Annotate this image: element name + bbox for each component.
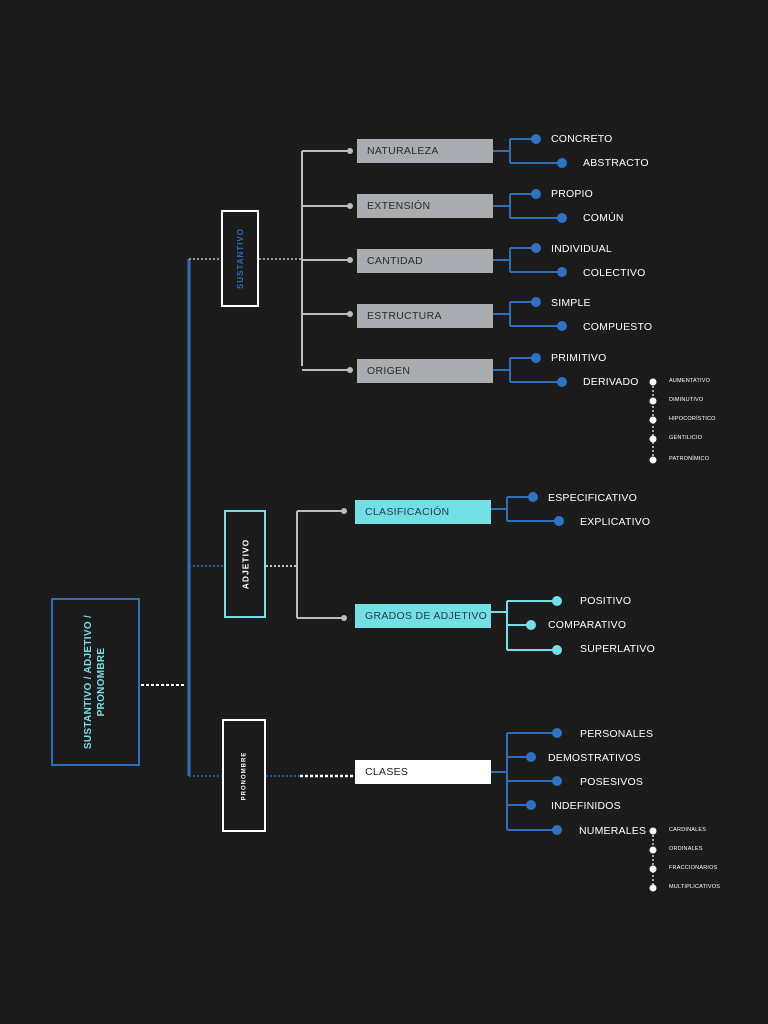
leaf-posesivos: POSESIVOS <box>580 776 644 788</box>
leaf-compuesto: COMPUESTO <box>583 321 653 333</box>
category-cantidad: CANTIDAD <box>357 249 493 273</box>
leaf-demostrativos: DEMOSTRATIVOS <box>548 752 641 764</box>
leaf-personales: PERSONALES <box>580 728 654 740</box>
leaf-explicativo: EXPLICATIVO <box>580 516 651 528</box>
derivado-sub-dot <box>649 378 657 386</box>
leaf-abstracto: ABSTRACTO <box>583 157 649 169</box>
leaf-dot <box>552 596 562 606</box>
sustantivo-branch-dot <box>347 311 353 317</box>
sustantivo-branch-dot <box>347 367 353 373</box>
category-naturaleza: NATURALEZA <box>357 139 493 163</box>
numerales-multiplicativos: MULTIPLICATIVOS <box>669 884 721 890</box>
sustantivo-node: SUSTANTIVO <box>221 210 259 307</box>
pronombre-node: PRONOMBRE <box>222 719 266 832</box>
leaf-dot <box>526 620 536 630</box>
leaf-superlativo: SUPERLATIVO <box>580 643 655 655</box>
numerales-ordinales: ORDINALES <box>669 846 703 852</box>
leaf-comun: COMÚN <box>583 212 624 224</box>
sustantivo-label: SUSTANTIVO <box>235 228 245 289</box>
leaf-dot <box>531 297 541 307</box>
leaf-dot <box>531 134 541 144</box>
category-clases: CLASES <box>355 760 491 784</box>
derivado-patronimico: PATRONÍMICO <box>669 456 710 462</box>
category-extension: EXTENSIÓN <box>357 194 493 218</box>
leaf-dot <box>554 516 564 526</box>
adjetivo-branch-dot <box>341 508 347 514</box>
leaf-numerales: NUMERALES <box>579 825 647 837</box>
derivado-diminutivo: DIMINUTIVO <box>669 397 704 403</box>
leaf-dot <box>552 645 562 655</box>
root-label-line-1: SUSTANTIVO / ADJETIVO / <box>83 614 95 750</box>
sustantivo-branch-dot <box>347 148 353 154</box>
numerales-sub-dot <box>649 846 657 854</box>
sustantivo-branch-dot <box>347 257 353 263</box>
leaf-dot <box>557 321 567 331</box>
leaf-dot <box>557 158 567 168</box>
leaf-concreto: CONCRETO <box>551 133 613 145</box>
leaf-dot <box>557 377 567 387</box>
leaf-dot <box>531 189 541 199</box>
leaf-dot <box>526 752 536 762</box>
numerales-sub-dot <box>649 827 657 835</box>
adjetivo-node: ADJETIVO <box>224 510 266 618</box>
category-grados-de-adjetivo: GRADOS DE ADJETIVO <box>355 604 491 628</box>
leaf-indefinidos: INDEFINIDOS <box>551 800 621 812</box>
leaf-simple: SIMPLE <box>551 297 591 309</box>
leaf-dot <box>526 800 536 810</box>
root-node: SUSTANTIVO / ADJETIVO / PRONOMBRE <box>51 598 140 766</box>
leaf-dot <box>552 825 562 835</box>
derivado-aumentativo: AUMENTATIVO <box>669 378 711 384</box>
leaf-dot <box>531 353 541 363</box>
derivado-sub-dot <box>649 416 657 424</box>
leaf-dot <box>557 267 567 277</box>
derivado-hipocoristico: HIPOCORÍSTICO <box>669 416 716 422</box>
leaf-positivo: POSITIVO <box>580 595 632 607</box>
derivado-sub-dot <box>649 397 657 405</box>
leaf-dot <box>552 728 562 738</box>
sustantivo-branch-dot <box>347 203 353 209</box>
leaf-individual: INDIVIDUAL <box>551 243 612 255</box>
adjetivo-label: ADJETIVO <box>240 538 251 590</box>
derivado-sub-dot <box>649 435 657 443</box>
numerales-sub-dot <box>649 884 657 892</box>
root-label: SUSTANTIVO / ADJETIVO / PRONOMBRE <box>83 615 109 749</box>
leaf-dot <box>552 776 562 786</box>
numerales-cardinales: CARDINALES <box>669 827 707 833</box>
leaf-primitivo: PRIMITIVO <box>551 352 607 364</box>
derivado-sub-dot <box>649 456 657 464</box>
leaf-derivado: DERIVADO <box>583 376 639 388</box>
numerales-fraccionarios: FRACCIONARIOS <box>669 865 718 871</box>
leaf-propio: PROPIO <box>551 188 594 200</box>
leaf-dot <box>531 243 541 253</box>
leaf-dot <box>557 213 567 223</box>
pronombre-label: PRONOMBRE <box>241 751 248 800</box>
leaf-comparativo: COMPARATIVO <box>548 619 627 631</box>
root-label-line-2: PRONOMBRE <box>96 647 108 717</box>
numerales-sub-dot <box>649 865 657 873</box>
category-clasificacion: CLASIFICACIÓN <box>355 500 491 524</box>
leaf-especificativo: ESPECIFICATIVO <box>548 492 637 504</box>
leaf-dot <box>528 492 538 502</box>
leaf-colectivo: COLECTIVO <box>583 267 646 279</box>
derivado-gentilicio: GENTILICIO <box>669 435 703 441</box>
adjetivo-branch-dot <box>341 615 347 621</box>
category-estructura: ESTRUCTURA <box>357 304 493 328</box>
category-origen: ORIGEN <box>357 359 493 383</box>
